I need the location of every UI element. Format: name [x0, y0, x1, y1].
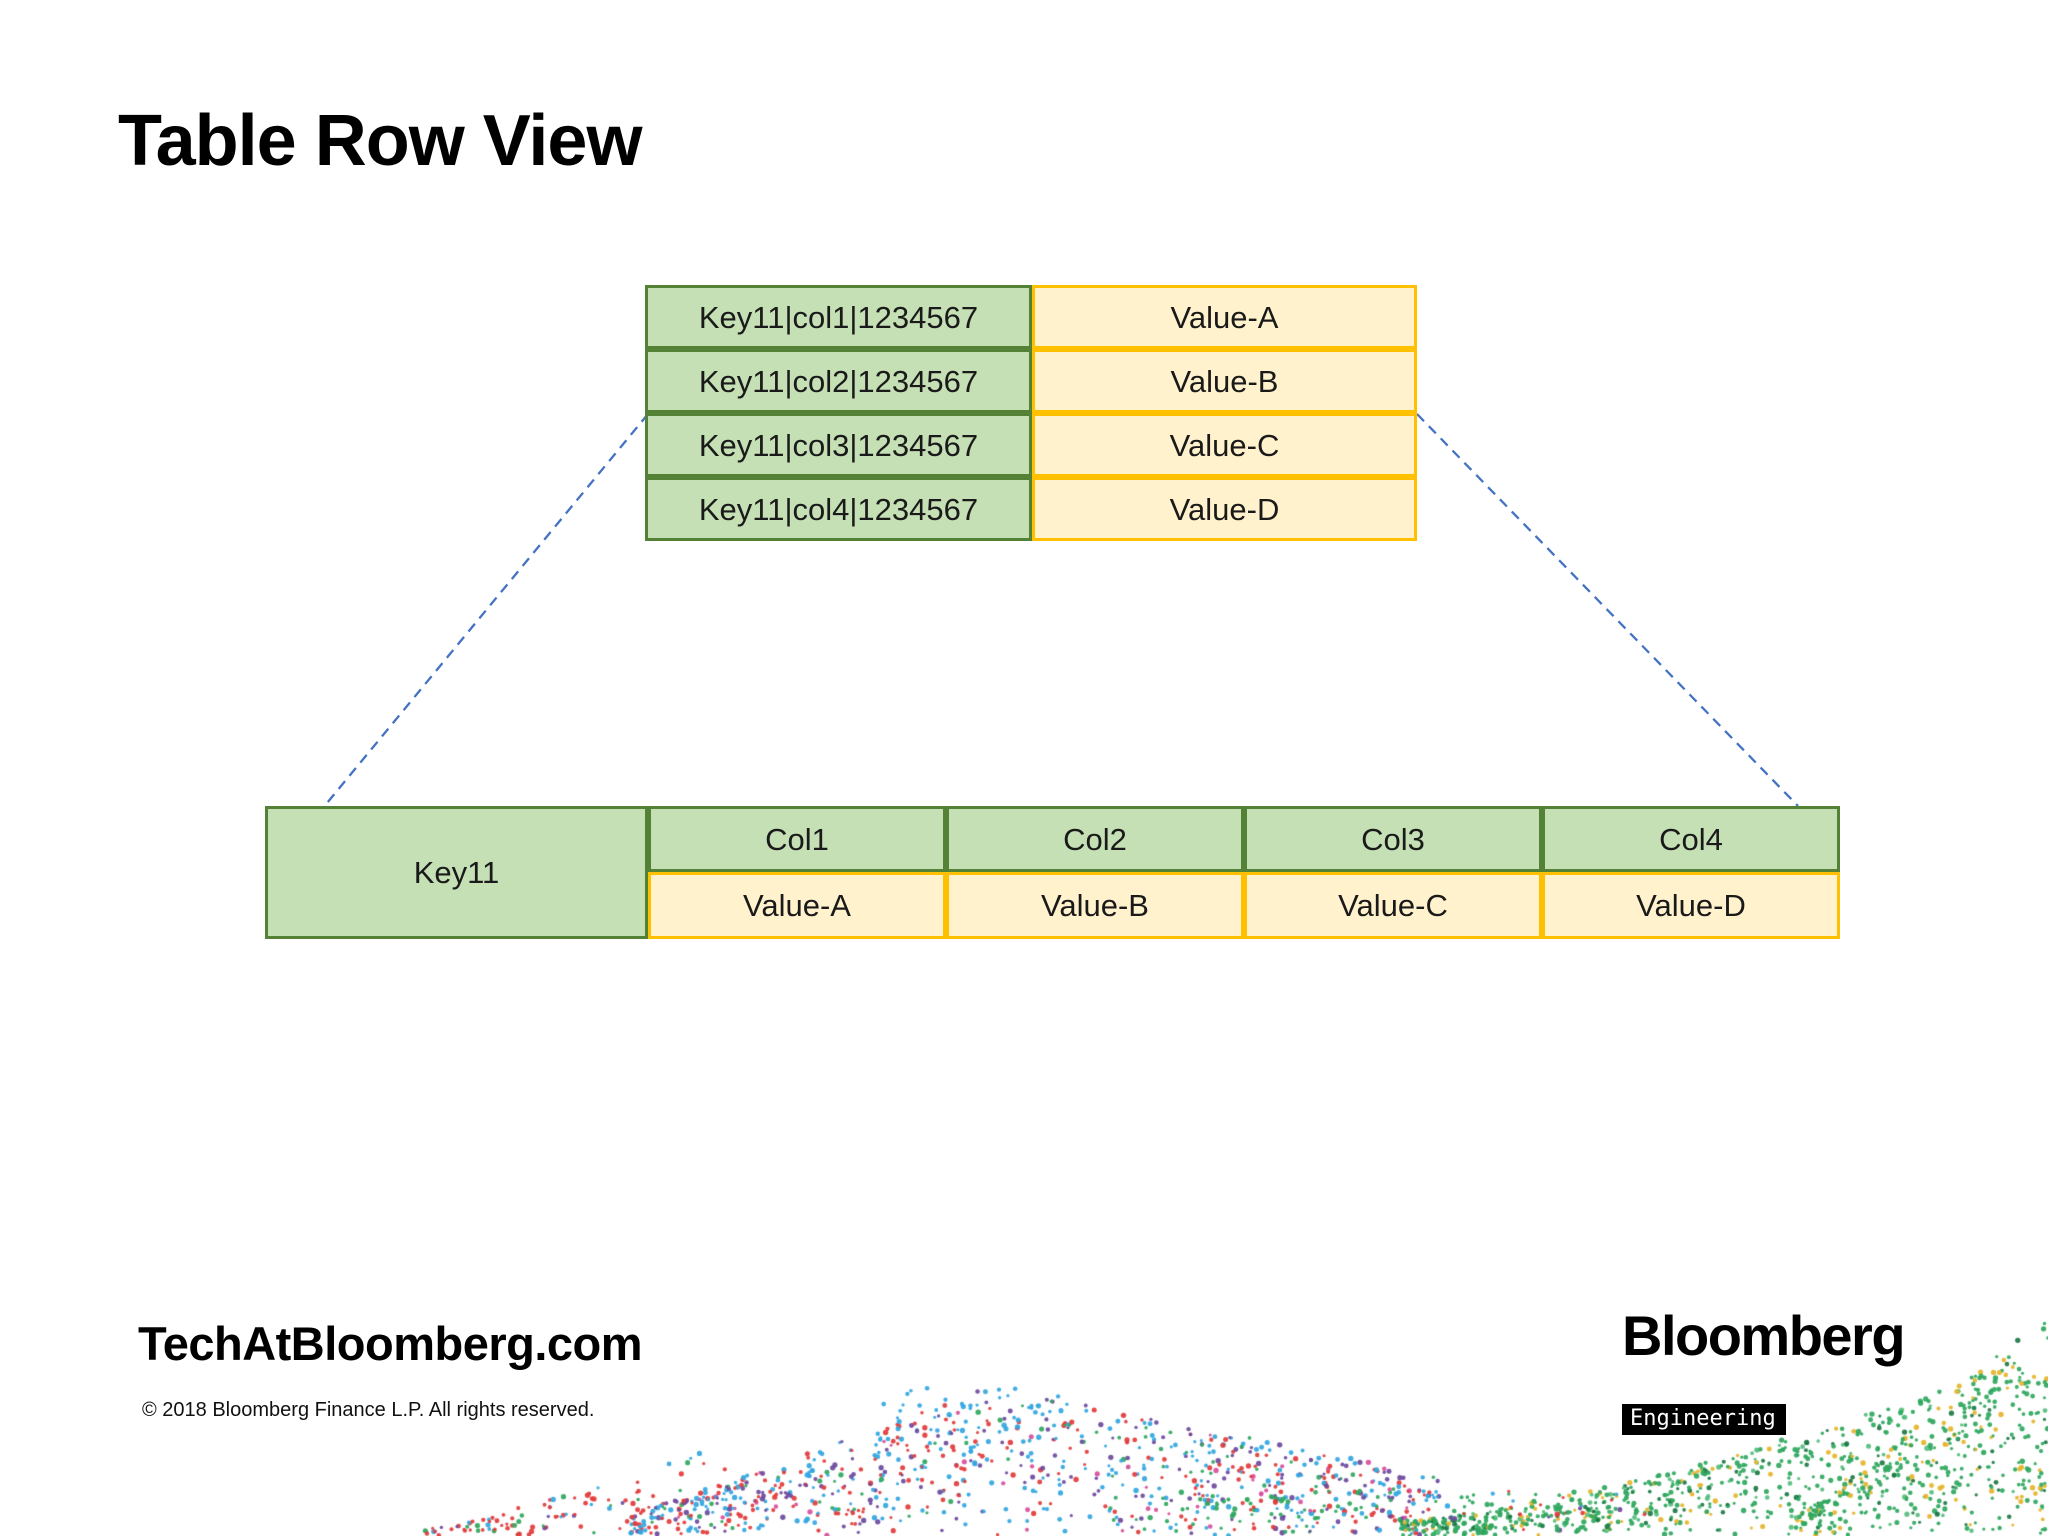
key-cell: Key11: [265, 806, 648, 939]
confetti-decoration: [0, 1230, 2048, 1536]
row-value-cell: Value-B: [1032, 349, 1417, 413]
row-value-cell: Value-C: [1032, 413, 1417, 477]
row-value-cell: Value-A: [1032, 285, 1417, 349]
row-key-cell: Key11|col3|1234567: [645, 413, 1032, 477]
column-header-cell: Col4: [1542, 806, 1840, 872]
connector-line-right: [1416, 413, 1799, 807]
column-value-cell: Value-B: [946, 872, 1244, 939]
connector-line-left: [326, 413, 649, 804]
row-key-cell: Key11|col4|1234567: [645, 477, 1032, 541]
row-key-cell: Key11|col2|1234567: [645, 349, 1032, 413]
row-key-cell: Key11|col1|1234567: [645, 285, 1032, 349]
row-view-table: Key11|col1|1234567 Value-A Key11|col2|12…: [645, 285, 1417, 541]
column-value-cell: Value-A: [648, 872, 946, 939]
column-header-cell: Col1: [648, 806, 946, 872]
row-value-cell: Value-D: [1032, 477, 1417, 541]
column-value-cell: Value-D: [1542, 872, 1840, 939]
bloomberg-logo: Bloomberg: [1622, 1304, 1906, 1367]
column-value-cell: Value-C: [1244, 872, 1542, 939]
column-header-cell: Col2: [946, 806, 1244, 872]
column-header-cell: Col3: [1244, 806, 1542, 872]
engineering-badge: Engineering: [1622, 1404, 1786, 1435]
column-view-table: Key11 Col1 Col2 Col3 Col4 Value-A Value-…: [265, 806, 1840, 939]
page-title: Table Row View: [118, 101, 642, 181]
